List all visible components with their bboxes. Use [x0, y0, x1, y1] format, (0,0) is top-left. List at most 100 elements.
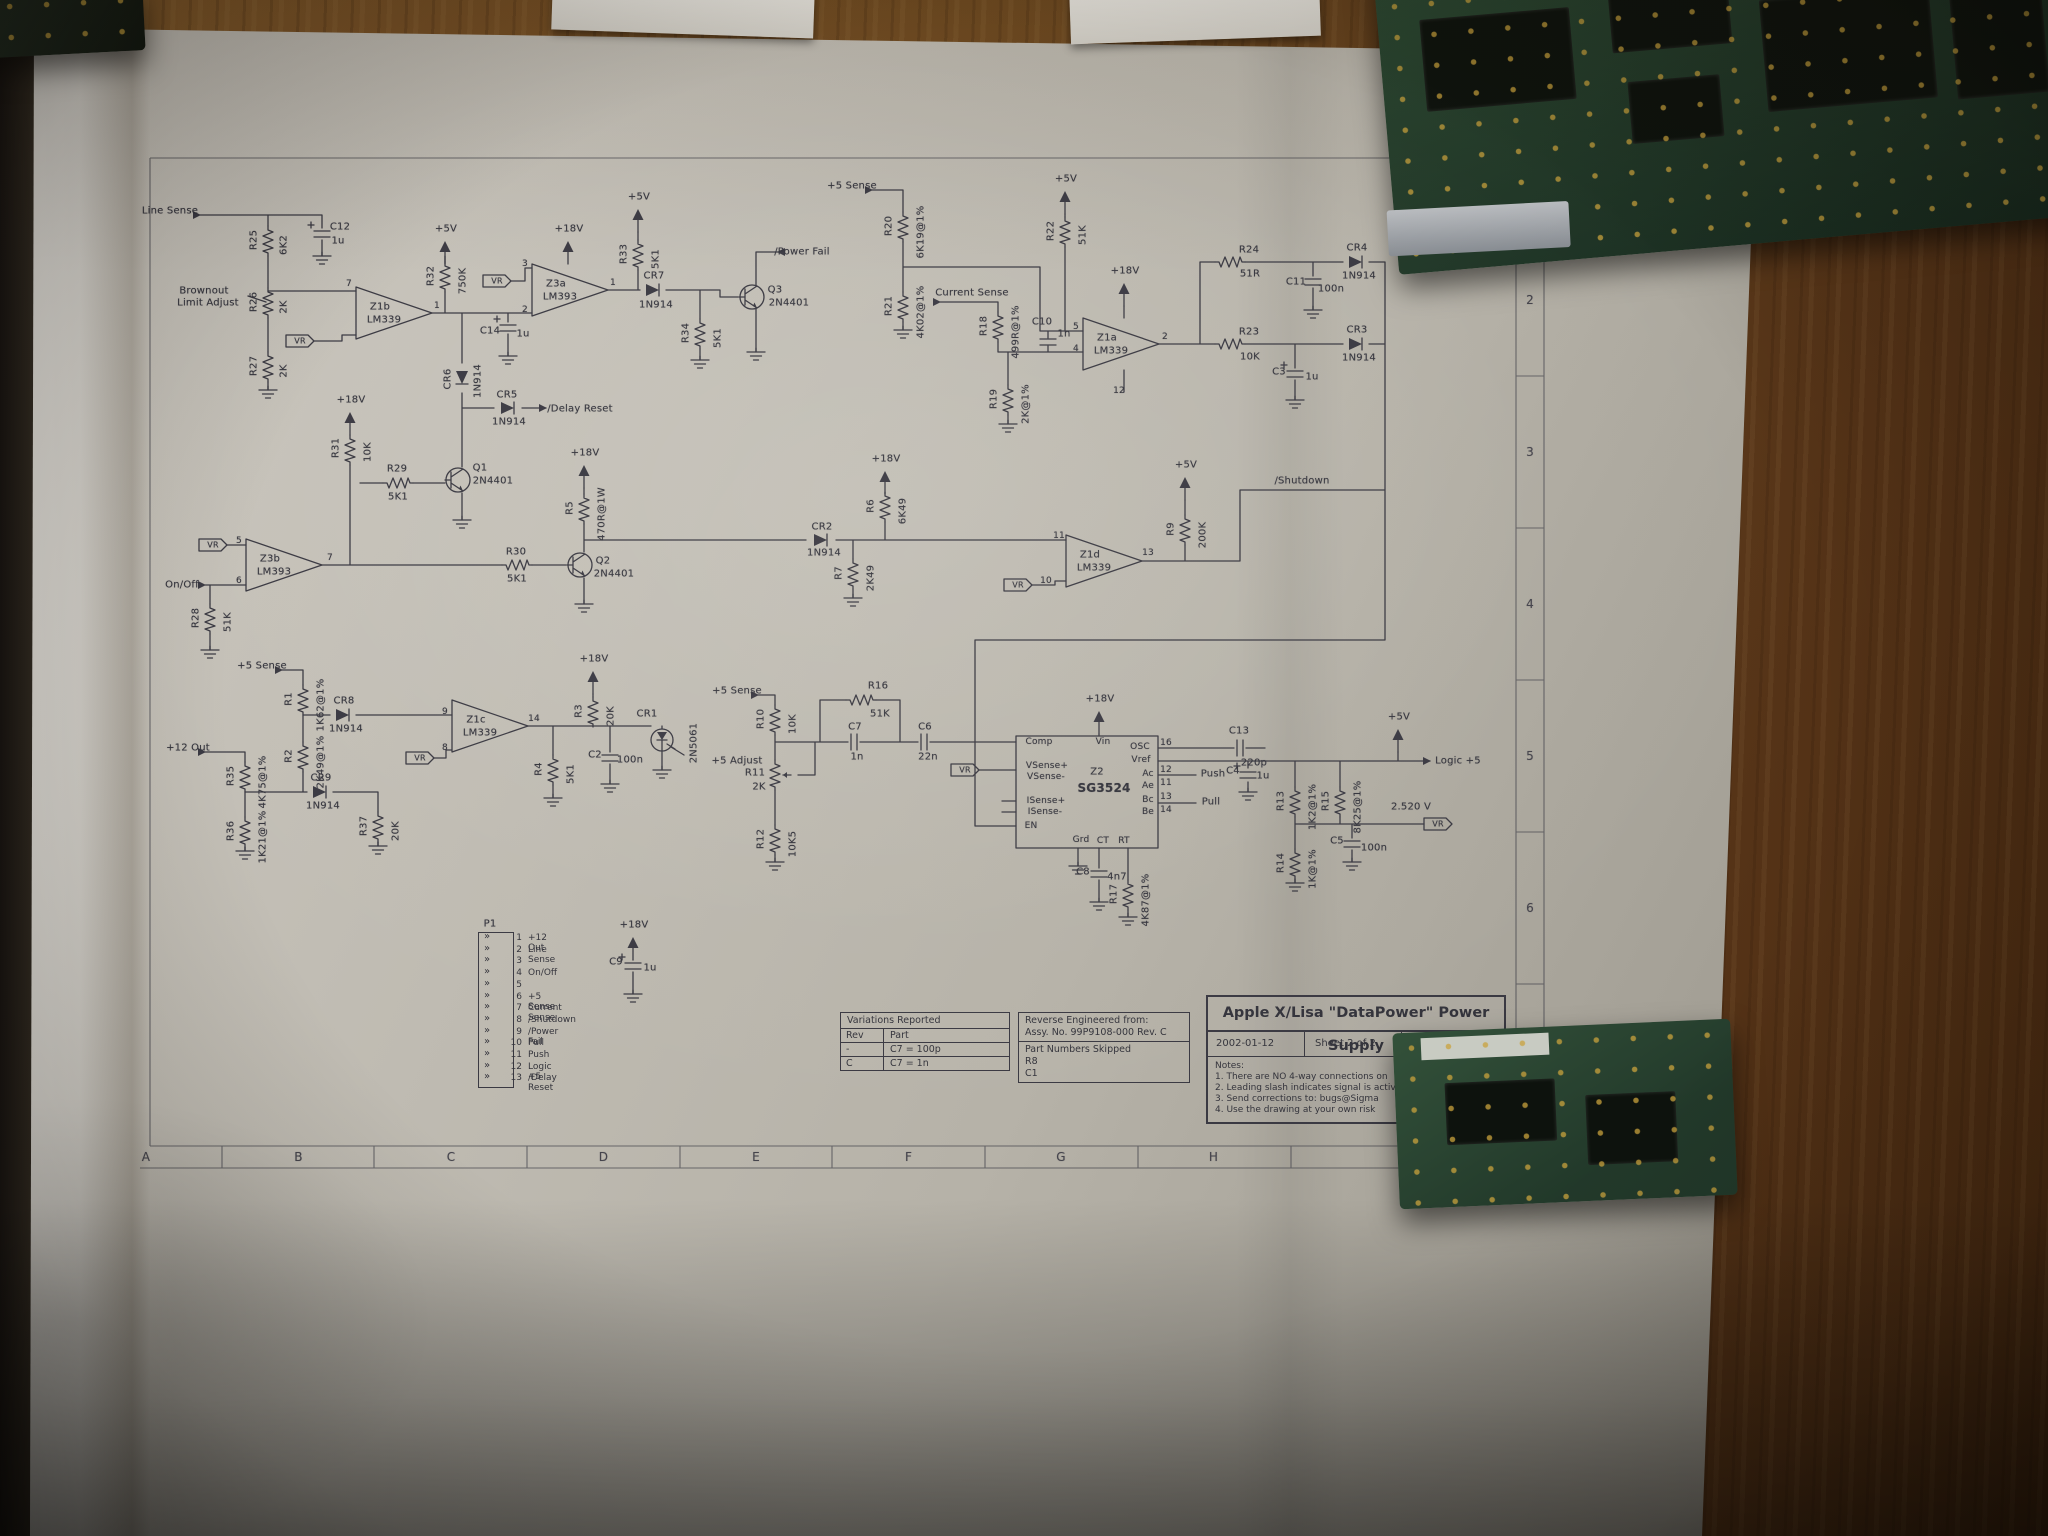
schematic-label: R2 — [283, 749, 295, 763]
schematic-label: +5 Sense — [712, 685, 762, 697]
schematic-label: VR — [294, 336, 306, 346]
schematic-label: 1u — [331, 235, 345, 247]
schematic-label: R18 — [978, 315, 990, 337]
schematic-label: Logic +5 — [1435, 755, 1481, 767]
schematic-label: C11 — [1285, 276, 1307, 288]
schematic-label: CR9 — [310, 772, 332, 784]
border-number: 6 — [1526, 901, 1534, 915]
schematic-label: 22n — [918, 751, 938, 763]
schematic-label: 2K — [278, 364, 290, 378]
p1-pin-label: Push — [528, 1050, 550, 1060]
schematic-label: R10 — [755, 708, 767, 730]
schematic-label: EN — [1024, 821, 1038, 831]
schematic-label: R7 — [833, 566, 845, 580]
schematic-label: 5 — [1073, 322, 1079, 332]
schematic-label: 12 — [1160, 765, 1172, 775]
schematic-label: Be — [1141, 807, 1155, 817]
connector-pin-icon: » — [484, 977, 490, 989]
border-number: 4 — [1526, 597, 1534, 611]
schematic-label: VSense+ — [1025, 761, 1069, 771]
schematic-label: 5K1 — [712, 328, 724, 348]
schematic-label: 220p — [1240, 757, 1268, 769]
schematic-label: Ac — [1142, 769, 1154, 779]
schematic-label: 4n7 — [1107, 871, 1127, 883]
schematic-label: 200K — [1197, 521, 1209, 549]
p1-pin-number: 2 — [516, 944, 522, 955]
schematic-label: 11 — [1053, 531, 1065, 541]
schematic-label: Q3 — [767, 284, 783, 296]
schematic-label: 7 — [346, 279, 352, 289]
schematic-label: R24 — [1238, 244, 1260, 256]
schematic-label: Brownout — [179, 285, 229, 297]
schematic-label: C5 — [1330, 835, 1344, 847]
schematic-label: R11 — [744, 767, 766, 779]
schematic-label: R1 — [283, 692, 295, 706]
schematic-label: 750K — [457, 267, 469, 295]
p1-pin-number: 1 — [516, 933, 522, 943]
schematic-label: R15 — [1320, 790, 1332, 812]
schematic-label: 2.520 V — [1390, 801, 1432, 813]
schematic-label: ISense+ — [1026, 796, 1066, 806]
schematic-label: R25 — [248, 229, 260, 251]
schematic-label: 13 — [1160, 792, 1172, 802]
schematic-label: LM393 — [256, 566, 292, 578]
schematic-label: R19 — [988, 388, 1000, 410]
connector-pin-icon: » — [484, 1012, 490, 1024]
skipped-title: Part Numbers Skipped — [1025, 1044, 1132, 1055]
border-letter: B — [294, 1150, 303, 1164]
schematic-label: C4 — [1226, 765, 1240, 777]
schematic-label: 16 — [1160, 738, 1172, 748]
schematic-label: +5V — [1174, 459, 1198, 471]
schematic-label: 2N4401 — [768, 297, 810, 309]
p1-pin-number: 10 — [510, 1038, 522, 1049]
border-number: 2 — [1526, 293, 1534, 307]
schematic-label: 8 — [442, 743, 448, 753]
schematic-label: LM339 — [1076, 562, 1112, 574]
schematic-label: Z1b — [369, 301, 391, 313]
border-letter: G — [1056, 1150, 1066, 1164]
schematic-label: Vin — [1095, 737, 1111, 747]
table-row: - C7 = 100p — [841, 1043, 1009, 1057]
schematic-label: R35 — [225, 765, 237, 787]
p1-pin-number: 6 — [516, 991, 522, 1002]
schematic-label: 4K75@1% — [257, 755, 269, 809]
schematic-label: VR — [207, 540, 219, 550]
schematic-label: +18V — [1110, 265, 1140, 277]
schematic-label: R20 — [883, 215, 895, 237]
schematic-label: 6K2 — [278, 235, 290, 255]
schematic-label: 2K — [752, 781, 766, 793]
schematic-label: +5 Adjust — [711, 755, 763, 767]
schematic-label: 5 — [236, 536, 242, 546]
schematic-label: 1N914 — [329, 723, 363, 735]
drawing-title: Apple X/Lisa "DataPower" Power Supply — [1208, 997, 1504, 1054]
border-number: 5 — [1526, 749, 1534, 763]
schematic-label: C3 — [1272, 366, 1286, 378]
schematic-label: 12 — [1113, 386, 1125, 396]
schematic-label: 10K — [787, 714, 799, 734]
p1-pin-number: 8 — [516, 1014, 522, 1025]
schematic-label: 1n — [850, 751, 864, 763]
schematic-label: /Power Fail — [774, 246, 830, 258]
source-section: Reverse Engineered from: Assy. No. 99P91… — [1019, 1013, 1189, 1042]
p1-pin-number: 12 — [510, 1061, 522, 1072]
variations-col-part: Part — [890, 1030, 909, 1041]
schematic-label: R21 — [883, 295, 895, 317]
schematic-label: /Shutdown — [1274, 475, 1330, 487]
schematic-label: 10K5 — [787, 830, 799, 858]
schematic-label: +18V — [871, 453, 901, 465]
schematic-label: 8K25@1% — [1352, 780, 1364, 834]
schematic-label: ISense- — [1027, 807, 1063, 817]
schematic-label: R32 — [425, 265, 437, 287]
circuit-board — [0, 0, 146, 58]
p1-pin-label: /Delay Reset — [528, 1073, 557, 1094]
source-line2: Assy. No. 99P9108-000 Rev. C — [1025, 1027, 1167, 1038]
cell-part: C7 = 100p — [890, 1044, 941, 1055]
schematic-label: CR4 — [1346, 242, 1368, 254]
skipped-item: R8 — [1025, 1056, 1038, 1067]
schematic-label: 1n — [1057, 328, 1071, 340]
schematic-label: 10 — [1040, 576, 1052, 586]
schematic-label: 51K — [1077, 225, 1089, 245]
schematic-label: +5 Sense — [237, 660, 287, 672]
schematic-label: Z3b — [259, 553, 281, 565]
p1-pin-number: 11 — [510, 1050, 522, 1060]
